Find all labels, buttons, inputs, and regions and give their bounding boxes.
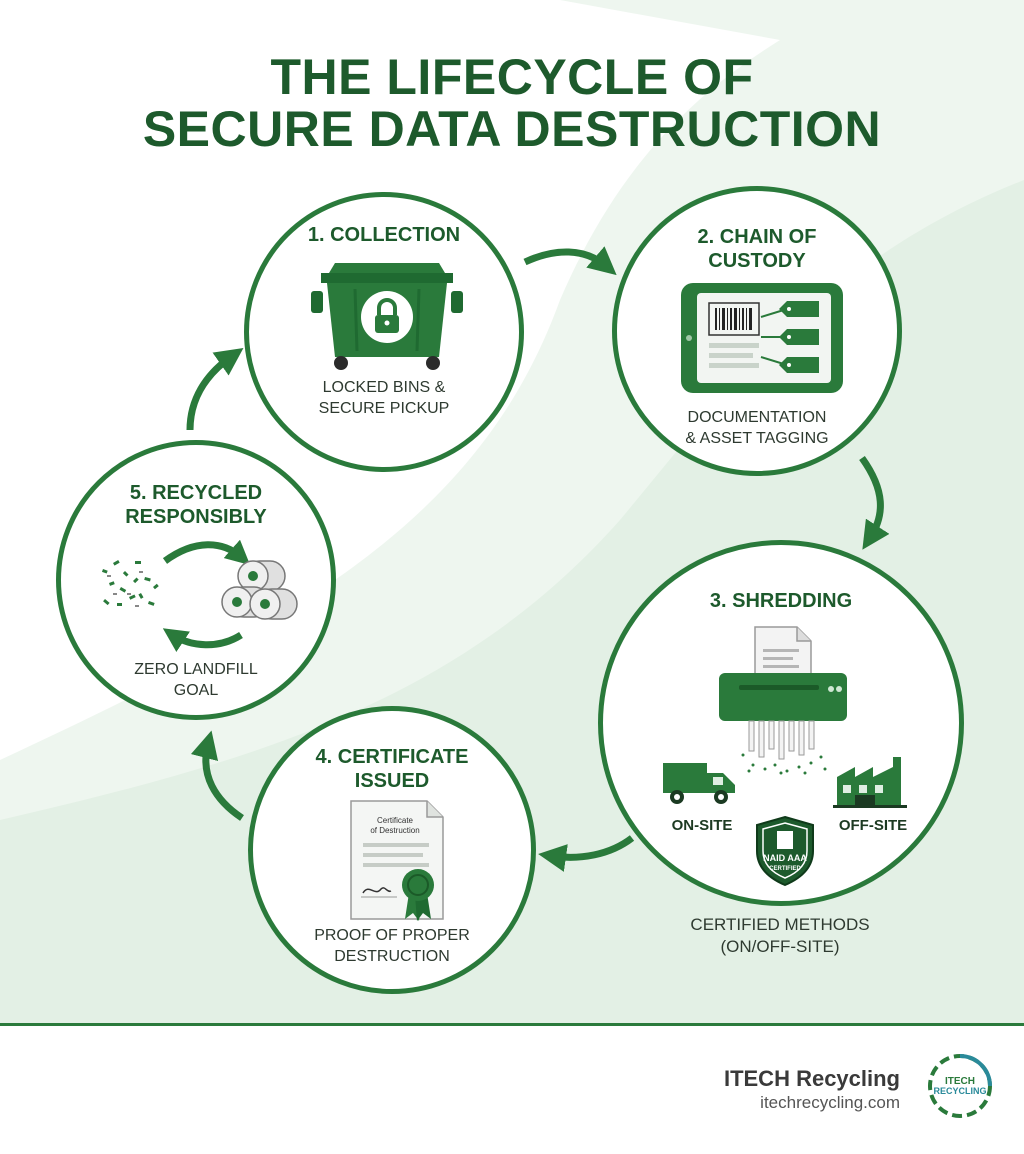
factory-icon bbox=[833, 757, 907, 808]
footer-url[interactable]: itechrecycling.com bbox=[760, 1093, 900, 1112]
stage-1-desc-line-2: SECURE PICKUP bbox=[318, 400, 450, 417]
stage-5-desc-line-1: ZERO LANDFILL bbox=[134, 661, 258, 678]
arrow-4-to-5 bbox=[190, 730, 244, 821]
stage-1-title: 1. COLLECTION bbox=[307, 224, 461, 246]
stage-3-desc-line-2: (ON/OFF-SITE) bbox=[720, 937, 840, 956]
stage-2-title-line-1: 2. CHAIN OF bbox=[697, 226, 817, 248]
stage-4-circle: 4. CERTIFICATE ISSUED Certificate of Des… bbox=[248, 706, 536, 994]
off-site-label: OFF-SITE bbox=[838, 817, 908, 834]
arrow-3-to-4 bbox=[538, 835, 635, 872]
stage-5-title-line-2: RESPONSIBLY bbox=[125, 506, 267, 528]
tablet-barcode-tags-icon bbox=[681, 283, 843, 393]
stage-5-title-line-1: 5. RECYCLED bbox=[129, 482, 263, 504]
stage-5-desc-line-2: GOAL bbox=[173, 682, 219, 699]
stage-2-desc-line-1: DOCUMENTATION bbox=[687, 409, 827, 426]
page-title-line-2: SECURE DATA DESTRUCTION bbox=[142, 101, 882, 157]
badge-line-2: CERTIFIED bbox=[769, 866, 801, 872]
badge-line-1: NAID AAA bbox=[763, 853, 807, 863]
dumpster-lock-icon bbox=[311, 263, 463, 370]
stage-1-circle: 1. COLLECTION LOCKED BINS & SECURE PICKU… bbox=[244, 192, 524, 472]
footer bbox=[0, 1026, 1024, 1154]
arrow-2-to-3 bbox=[859, 455, 890, 550]
stage-3-desc-line-1: CERTIFIED METHODS bbox=[690, 915, 870, 934]
stage-4-title-line-2: ISSUED bbox=[354, 770, 430, 792]
page-title-line-1: THE LIFECYCLE OF bbox=[270, 49, 754, 105]
stage-3-circle: 3. SHREDDING ON-SITE bbox=[598, 540, 964, 906]
truck-icon bbox=[663, 763, 735, 804]
footer-brand: ITECH Recycling bbox=[723, 1066, 900, 1091]
arrow-1-to-2 bbox=[523, 246, 617, 276]
logo-line-1: ITECH bbox=[945, 1076, 975, 1087]
stage-4-desc-line-1: PROOF OF PROPER bbox=[314, 927, 470, 944]
certificate-line-2: of Destruction bbox=[370, 826, 419, 835]
stage-2-circle: 2. CHAIN OF CUSTODY DOCUMENTATION & ASSE… bbox=[612, 186, 902, 476]
itech-logo-icon: ITECH RECYCLING bbox=[928, 1054, 992, 1118]
stage-3-title: 3. SHREDDING bbox=[709, 590, 853, 612]
certificate-icon: Certificate of Destruction bbox=[350, 800, 444, 921]
certificate-line-1: Certificate bbox=[377, 816, 414, 825]
stage-2-desc-line-2: & ASSET TAGGING bbox=[685, 430, 829, 447]
arrow-5-to-1 bbox=[186, 347, 244, 431]
on-site-label: ON-SITE bbox=[671, 817, 733, 834]
naid-aaa-badge-icon: NAID AAA CERTIFIED bbox=[756, 815, 814, 887]
stage-2-title-line-2: CUSTODY bbox=[708, 250, 806, 272]
footer-divider bbox=[0, 1023, 1024, 1026]
recycle-rolls-icon bbox=[101, 539, 298, 652]
stage-1-desc-line-1: LOCKED BINS & bbox=[322, 379, 446, 396]
shredder-icon bbox=[719, 626, 847, 775]
stage-4-desc-line-2: DESTRUCTION bbox=[334, 948, 450, 965]
logo-line-2: RECYCLING bbox=[933, 1086, 986, 1096]
stage-5-circle: 5. RECYCLED RESPONSIBLY bbox=[56, 440, 336, 720]
stage-4-title-line-1: 4. CERTIFICATE bbox=[315, 746, 469, 768]
cycle-arrows bbox=[186, 246, 890, 872]
